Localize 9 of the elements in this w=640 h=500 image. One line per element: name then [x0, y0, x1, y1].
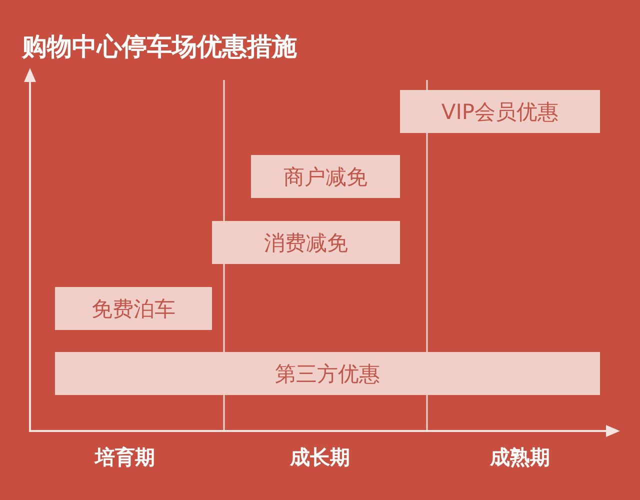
stage-label: 成熟期 [488, 444, 551, 471]
title: 购物中心停车场优惠措施 [22, 31, 297, 63]
stage-label: 成长期 [288, 444, 351, 471]
timeline-bar: 第三方优惠 [55, 352, 600, 395]
timeline-bar: 免费泊车 [55, 287, 212, 330]
timeline-bar: 商户减免 [251, 155, 400, 198]
timeline-bar: 消费减免 [212, 221, 400, 264]
timeline-bar: VIP会员优惠 [400, 90, 600, 133]
stage-label: 培育期 [93, 444, 156, 471]
